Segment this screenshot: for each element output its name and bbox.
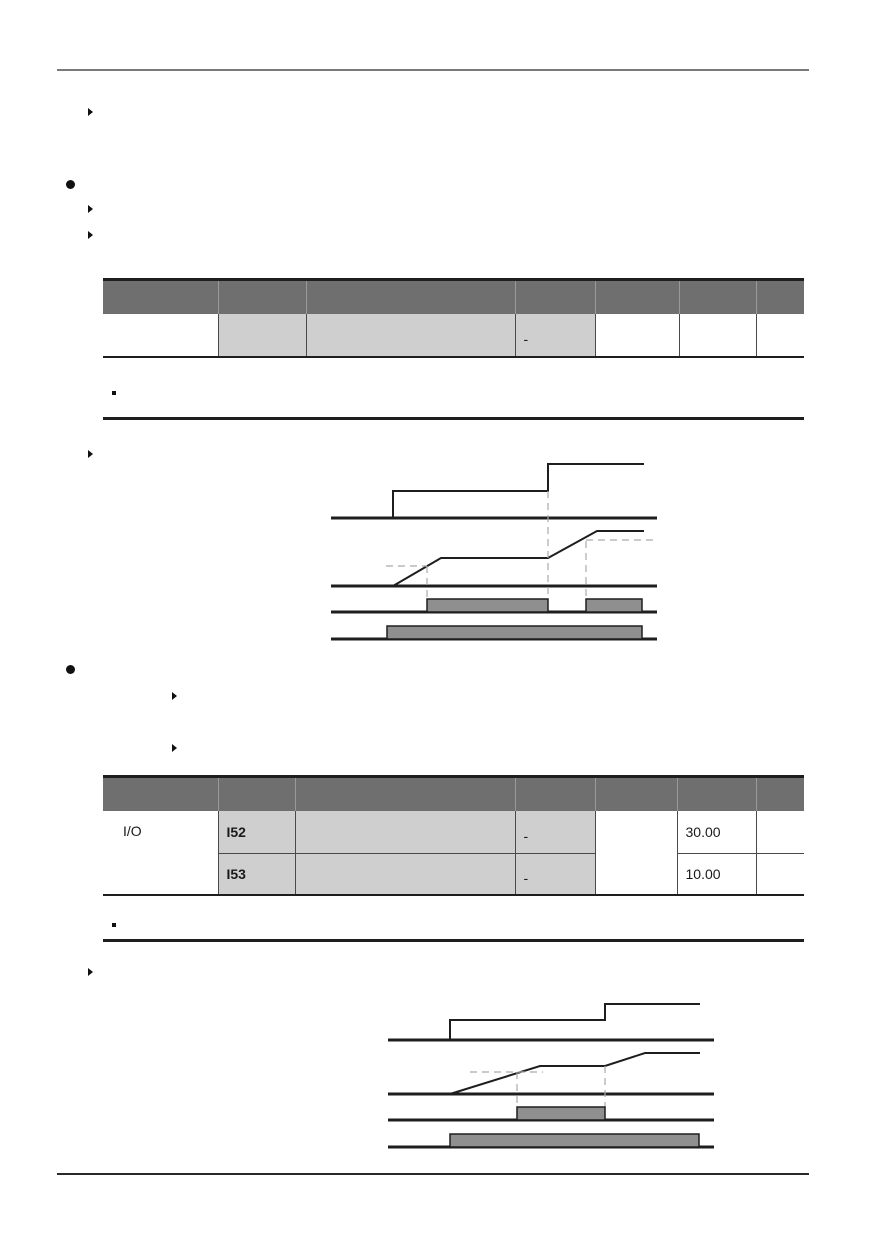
value-cell: 10.00 [677, 852, 757, 896]
header-rule [57, 69, 809, 71]
unit-cell: - [515, 811, 596, 853]
section-bullet-icon [66, 180, 75, 189]
pulse-bar [426, 598, 549, 613]
table-cell [218, 314, 307, 358]
note-rule [103, 417, 804, 420]
table-cell [103, 314, 219, 358]
pulse-bar [516, 1106, 606, 1121]
unit-cell: - [515, 852, 596, 896]
bullet-arrow-icon [88, 450, 93, 458]
table-cell [295, 811, 516, 853]
value-cell: 30.00 [677, 811, 757, 853]
table-cell [595, 811, 678, 896]
bullet-arrow-icon [88, 968, 93, 976]
parameter-table-1: - [103, 278, 804, 358]
pulse-bar [386, 625, 643, 640]
pulse-bar [449, 1133, 700, 1148]
section-bullet-icon [66, 665, 75, 674]
code-cell: I53 [218, 852, 296, 896]
bullet-arrow-icon [88, 108, 93, 116]
code-cell: I52 [218, 811, 296, 853]
command-signal [449, 1003, 700, 1040]
table-cell [595, 314, 680, 358]
note-bullet-icon [112, 923, 116, 927]
footer-rule [57, 1173, 809, 1175]
parameter-table-2: I/O I52 - 30.00 I53 - 10.00 [103, 775, 804, 896]
frequency-ramp [449, 1052, 700, 1095]
table-cell [306, 314, 516, 358]
note-rule [103, 939, 804, 942]
bullet-arrow-icon [172, 744, 177, 752]
bullet-arrow-icon [88, 231, 93, 239]
table-cell [295, 852, 516, 896]
table-cell [756, 852, 804, 896]
table-cell [756, 314, 804, 358]
table-cell [679, 314, 757, 358]
group-cell: I/O [103, 811, 219, 896]
note-bullet-icon [112, 391, 116, 395]
pulse-bar [585, 598, 643, 613]
unit-cell: - [515, 314, 596, 358]
bullet-arrow-icon [172, 692, 177, 700]
bullet-arrow-icon [88, 205, 93, 213]
